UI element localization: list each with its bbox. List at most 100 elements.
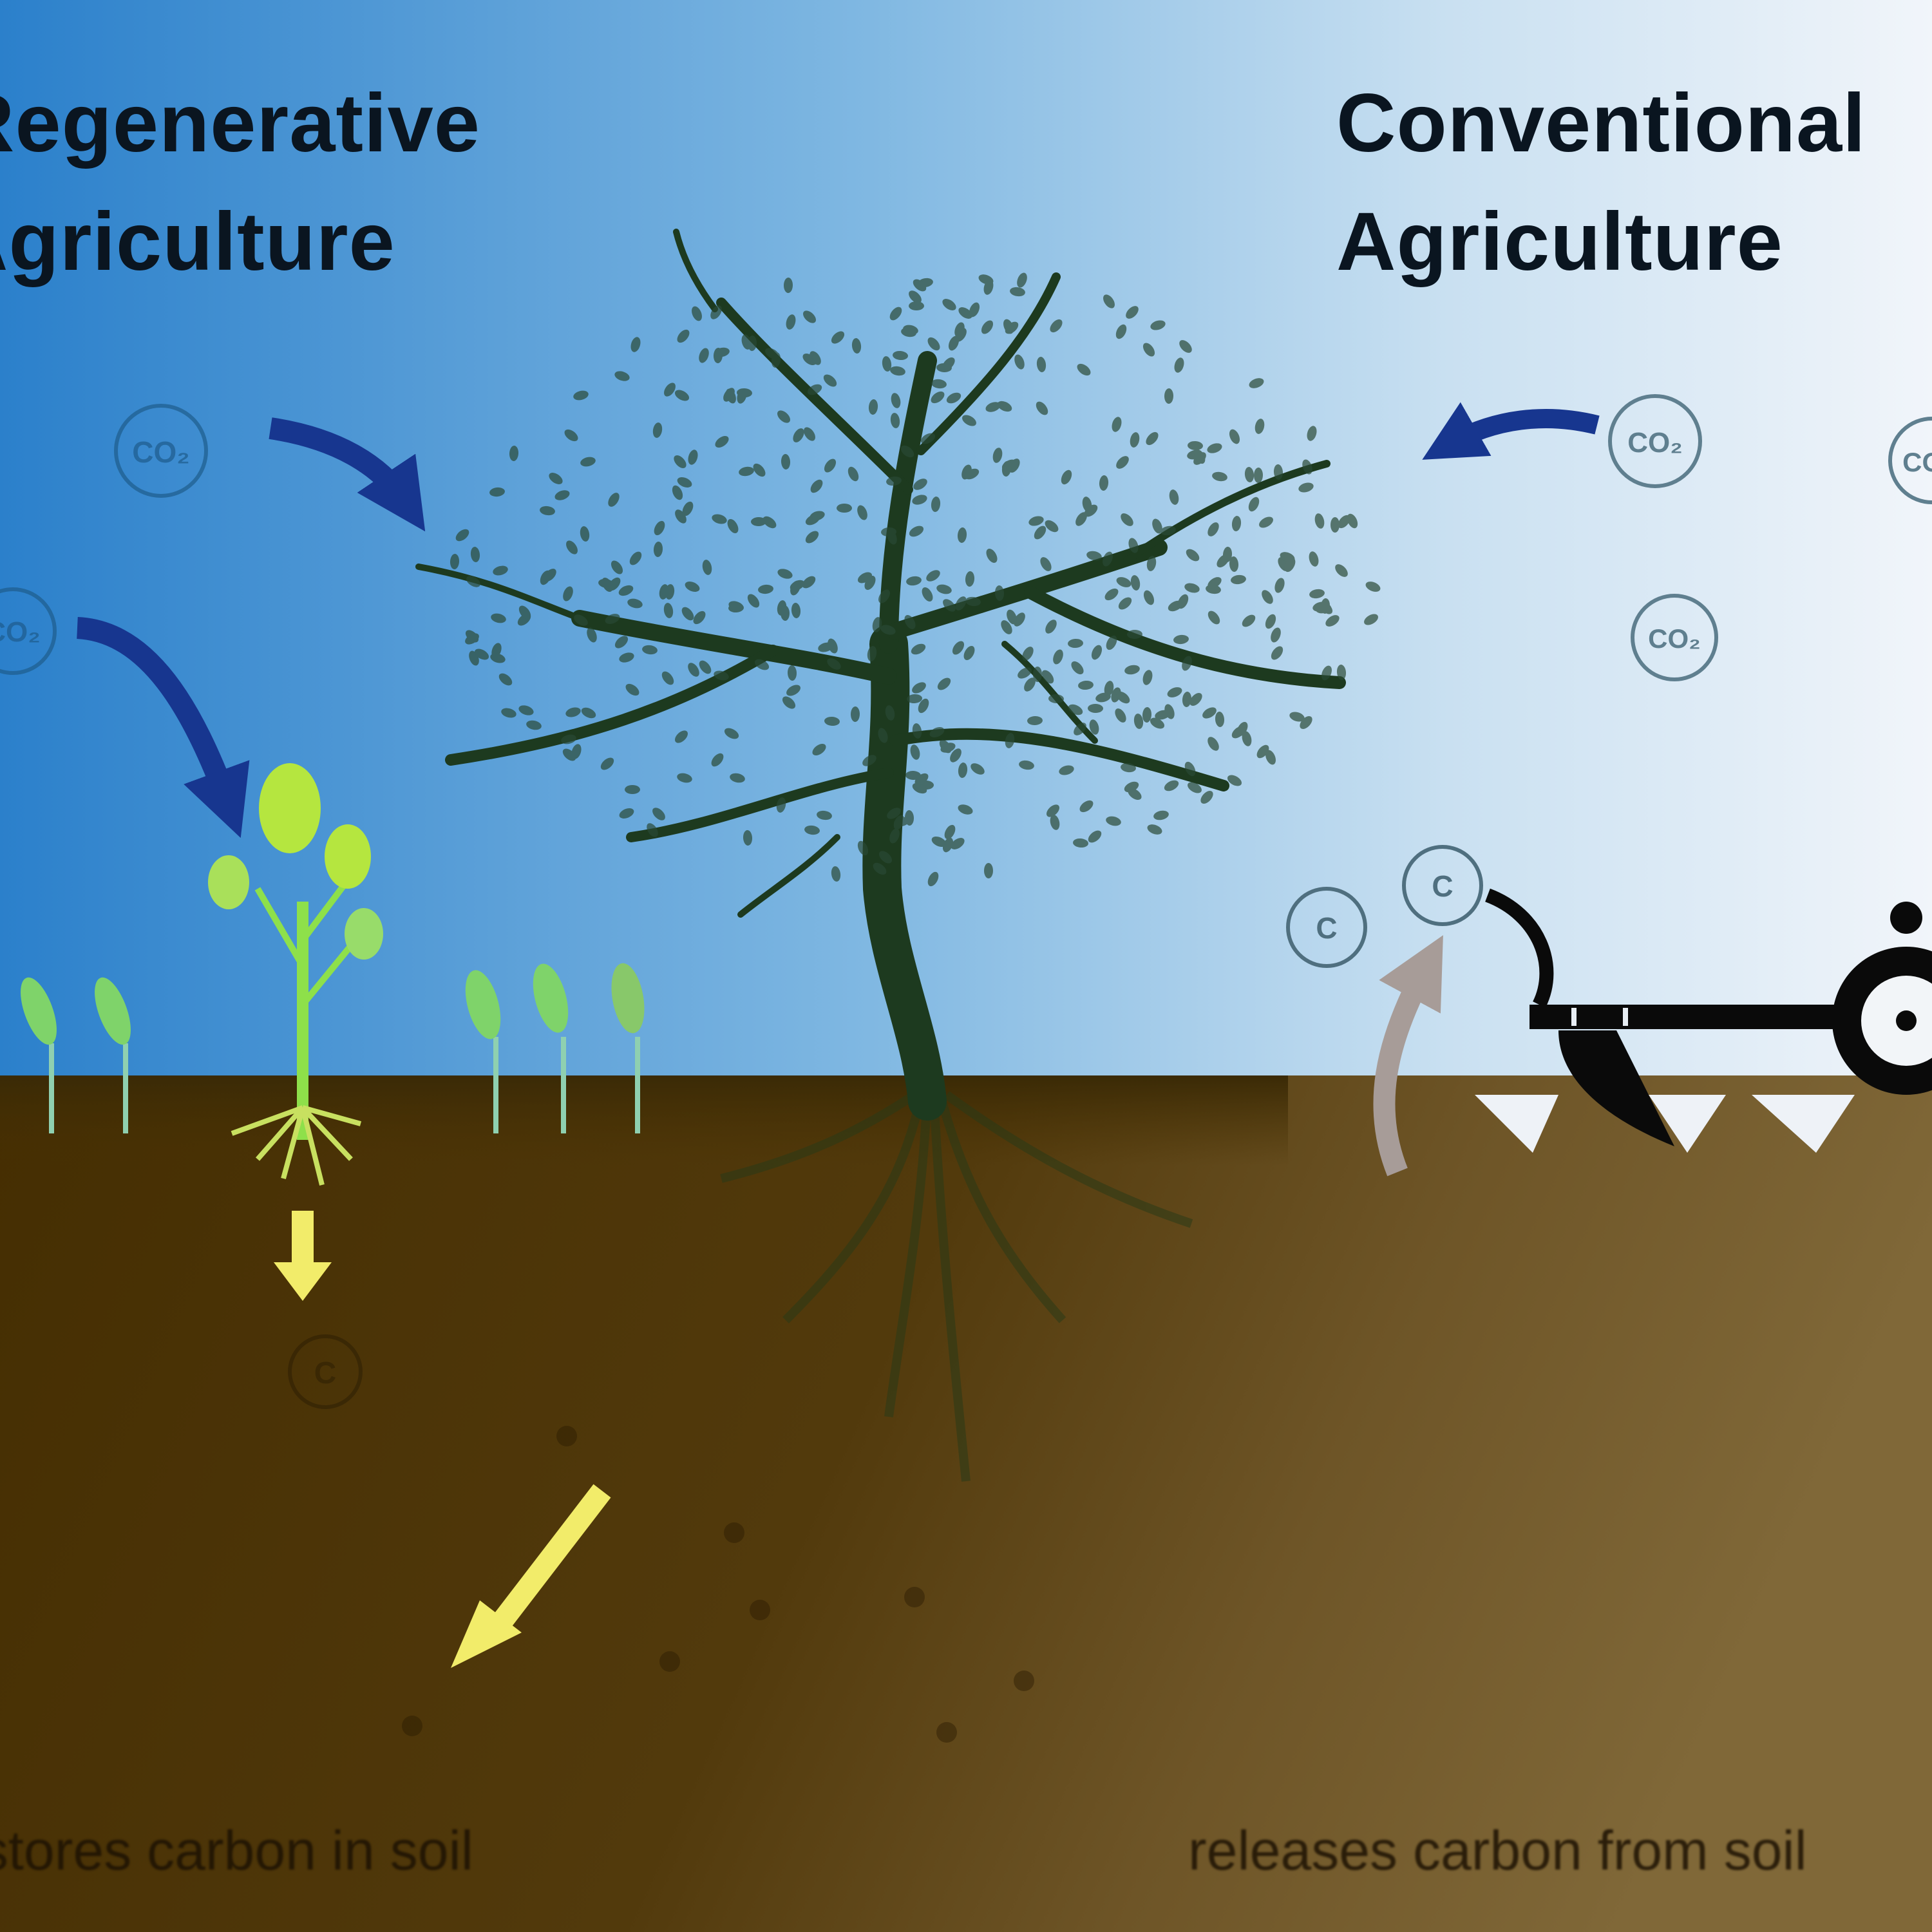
leaf <box>889 828 900 844</box>
regenerative-title: Regenerative Agriculture <box>0 64 480 301</box>
leaf <box>920 433 936 444</box>
leaf <box>614 636 629 649</box>
leaf <box>929 727 945 737</box>
leaf <box>911 643 926 655</box>
conventional-title-line1: Conventional <box>1336 77 1866 169</box>
leaf <box>1074 723 1086 735</box>
leaf <box>526 720 542 730</box>
leaf <box>1147 824 1162 835</box>
leaf <box>1089 719 1099 735</box>
soil-carbon-dots <box>402 1426 1034 1743</box>
leaf <box>910 744 920 760</box>
leaf <box>1112 417 1122 432</box>
leaf <box>1106 816 1121 826</box>
leaf <box>1229 429 1240 444</box>
leaf <box>518 605 531 620</box>
leaf <box>765 348 779 359</box>
leaf <box>677 329 690 343</box>
leaf <box>561 734 576 744</box>
leaf <box>1116 577 1132 587</box>
leaf <box>1173 634 1189 645</box>
leaf <box>781 454 791 469</box>
leaf <box>812 743 826 756</box>
leaf <box>881 527 896 537</box>
topsoil-band <box>0 1075 1288 1166</box>
leaf <box>783 278 793 293</box>
leaf <box>654 520 665 536</box>
leaf <box>1028 516 1044 526</box>
leaf <box>491 613 506 623</box>
leaf <box>1106 635 1117 650</box>
leaf <box>737 388 752 398</box>
leaf <box>465 633 479 645</box>
leaf <box>619 652 634 663</box>
leaf <box>891 393 901 408</box>
co2-label: CO₂ <box>1627 427 1683 459</box>
leaf <box>981 320 994 334</box>
leaf <box>1027 715 1043 726</box>
leaf <box>1231 726 1245 739</box>
leaf <box>711 753 724 767</box>
leaf <box>983 279 994 295</box>
leaf <box>913 478 927 490</box>
leaf <box>661 671 674 685</box>
leaf <box>1298 482 1314 493</box>
leaf <box>850 706 860 722</box>
leaf <box>940 743 956 753</box>
leaf <box>912 723 922 739</box>
leaf <box>912 782 927 794</box>
leaf <box>1121 513 1133 526</box>
leaf <box>1321 665 1332 681</box>
leaf <box>1271 646 1283 660</box>
leaf <box>1202 707 1217 719</box>
leaf <box>909 290 922 303</box>
leaf <box>1164 704 1175 719</box>
leaf <box>614 371 630 381</box>
leaf <box>946 392 961 404</box>
leaf <box>1128 538 1139 553</box>
conventional-title: Conventional Agriculture <box>1336 64 1866 301</box>
leaf <box>1249 378 1264 388</box>
leaf <box>1050 815 1060 830</box>
leaf <box>625 785 640 794</box>
leaf <box>675 730 688 743</box>
leaf <box>580 526 590 542</box>
leaf <box>903 325 918 335</box>
leaf <box>1009 459 1020 473</box>
leaf <box>1364 614 1378 625</box>
leaf <box>580 457 596 467</box>
leaf <box>1142 707 1152 723</box>
leaf <box>890 413 900 428</box>
leaf <box>566 540 578 554</box>
leaf <box>868 399 878 415</box>
leaf <box>985 402 1001 412</box>
leaf <box>1104 681 1114 696</box>
leaf <box>837 504 852 513</box>
tree-roots <box>720 1091 1193 1482</box>
leaf <box>619 808 634 819</box>
leaf <box>1208 737 1219 751</box>
leaf <box>574 614 588 626</box>
co2-label: CO₂ <box>0 616 41 648</box>
leaf <box>608 493 620 507</box>
leaf <box>851 338 862 354</box>
leaf <box>786 314 796 330</box>
co2-absorb-arrow <box>269 417 426 532</box>
leaf <box>1265 750 1276 765</box>
leaf <box>1253 468 1264 483</box>
leaf <box>913 279 927 292</box>
leaf <box>1229 556 1239 572</box>
leaf <box>1116 456 1129 469</box>
leaf <box>1164 388 1174 404</box>
co2-molecule: CO₂ <box>114 404 208 498</box>
leaf <box>936 363 952 373</box>
leaf <box>807 384 822 395</box>
leaf <box>753 463 766 477</box>
leaf <box>831 331 845 344</box>
leaf <box>879 851 892 864</box>
leaf <box>955 596 967 611</box>
leaf <box>1189 693 1202 706</box>
conventional-caption: releases carbon from soil <box>1188 1820 1807 1882</box>
leaf <box>1103 294 1115 308</box>
leaf <box>1207 443 1222 453</box>
